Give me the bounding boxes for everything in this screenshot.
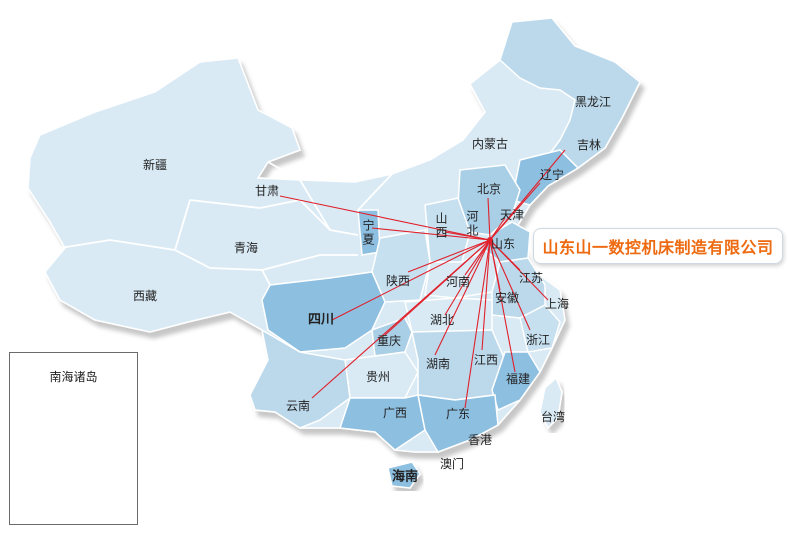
label-yunnan: 云南: [285, 399, 311, 413]
label-hunan: 湖南: [425, 357, 451, 371]
label-neimenggu: 内蒙古: [471, 137, 509, 151]
fujian-region: [491, 351, 541, 412]
route-to-yunnan: [311, 239, 491, 399]
label-zhejiang: 浙江: [525, 333, 551, 347]
route-to-shaanxi: [407, 239, 491, 273]
zhejiang-region: [519, 304, 561, 353]
label-guangxi: 广西: [382, 406, 408, 420]
route-to-jiangxi: [481, 239, 491, 351]
route-to-liaoning: [489, 182, 541, 241]
route-to-beijing: [487, 197, 491, 241]
label-heilongjiang: 黑龙江: [574, 95, 612, 109]
label-xinjiang: 新疆: [142, 158, 168, 172]
label-xianggang: 香港: [467, 433, 493, 447]
label-qinghai: 青海: [233, 241, 259, 255]
route-to-tianjin: [489, 217, 506, 241]
route-to-sichuan: [331, 239, 491, 321]
label-anhui: 安徽: [494, 291, 520, 305]
route-to-fujian: [489, 239, 516, 373]
label-hubei: 湖北: [429, 313, 455, 327]
label-beijing: 北京: [476, 182, 502, 196]
route-to-ningxia: [371, 227, 491, 241]
route-to-shanghai: [489, 239, 549, 301]
route-to-zhejiang: [489, 239, 531, 331]
label-jiangsu: 江苏: [518, 271, 544, 285]
label-shandong: 山东: [490, 237, 516, 251]
route-to-guangdong: [464, 239, 491, 409]
yunnan-region: [249, 328, 351, 429]
south-china-sea-inset: 南海诸岛: [9, 352, 138, 525]
label-henan: 河南: [445, 275, 471, 289]
company-callout: 山东山一数控机床制造有限公司: [533, 228, 783, 264]
label-tianjin: 天津: [499, 208, 525, 222]
inset-title: 南海诸岛: [49, 370, 98, 384]
taiwan-island: [539, 376, 563, 430]
route-to-henan: [464, 239, 491, 276]
route-to-shanxi: [444, 231, 491, 241]
label-ningxia: 宁夏: [361, 219, 375, 247]
label-sichuan: 四川: [307, 312, 335, 328]
route-to-hunan: [434, 239, 491, 356]
origin-marker: [487, 237, 493, 243]
label-gansu: 甘肃: [254, 184, 280, 198]
label-taiwan: 台湾: [540, 410, 566, 424]
label-hainan: 海南: [391, 469, 419, 485]
label-jilin: 吉林: [576, 138, 602, 152]
label-guangdong: 广东: [445, 407, 471, 421]
route-to-gansu: [279, 195, 491, 241]
label-chongqing: 重庆: [376, 334, 402, 348]
guangxi-region: [338, 394, 426, 451]
sichuan-region: [261, 271, 386, 353]
label-guizhou: 贵州: [365, 370, 391, 384]
route-to-hubei: [444, 239, 491, 316]
hainan-island: [387, 461, 421, 489]
label-xizang: 西藏: [132, 289, 158, 303]
label-liaoning: 辽宁: [539, 168, 565, 182]
route-lines: [279, 149, 566, 409]
label-aomen: 澳门: [439, 457, 465, 471]
label-hebei: 河北: [465, 210, 479, 238]
guangdong-region: [417, 394, 499, 453]
label-shanxi: 山西: [434, 212, 448, 240]
label-shanghai: 上海: [544, 297, 570, 311]
label-shaanxi: 陕西: [385, 274, 411, 288]
label-jiangxi: 江西: [473, 353, 499, 367]
label-fujian: 福建: [505, 372, 531, 386]
